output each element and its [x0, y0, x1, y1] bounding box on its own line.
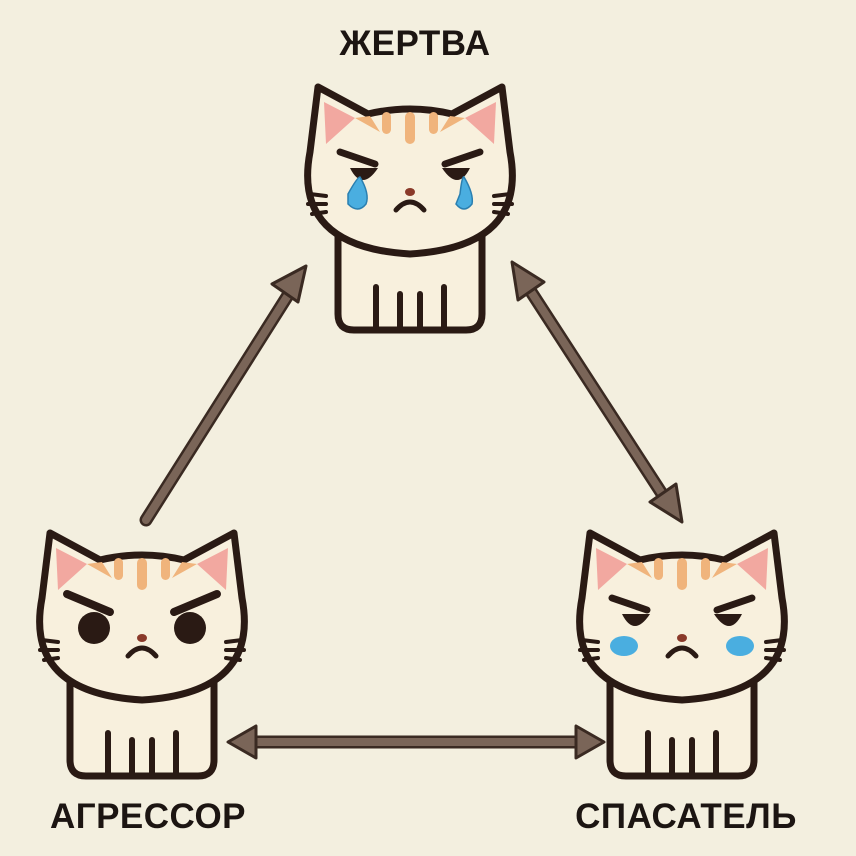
- arrow-aggressor-rescuer: [226, 724, 606, 760]
- victim-label: ЖЕРТВА: [339, 24, 491, 63]
- aggressor-cat: [40, 533, 245, 776]
- rescuer-label: СПАСАТЕЛЬ: [575, 797, 797, 836]
- tear-icon: [347, 176, 474, 210]
- victim-cat: [308, 87, 513, 330]
- aggressor-label: АГРЕССОР: [49, 797, 247, 836]
- arrow-aggressor-to-victim: [139, 264, 308, 527]
- tear-icon: [610, 636, 754, 656]
- arrow-victim-rescuer: [510, 260, 684, 524]
- rescuer-cat: [580, 533, 785, 776]
